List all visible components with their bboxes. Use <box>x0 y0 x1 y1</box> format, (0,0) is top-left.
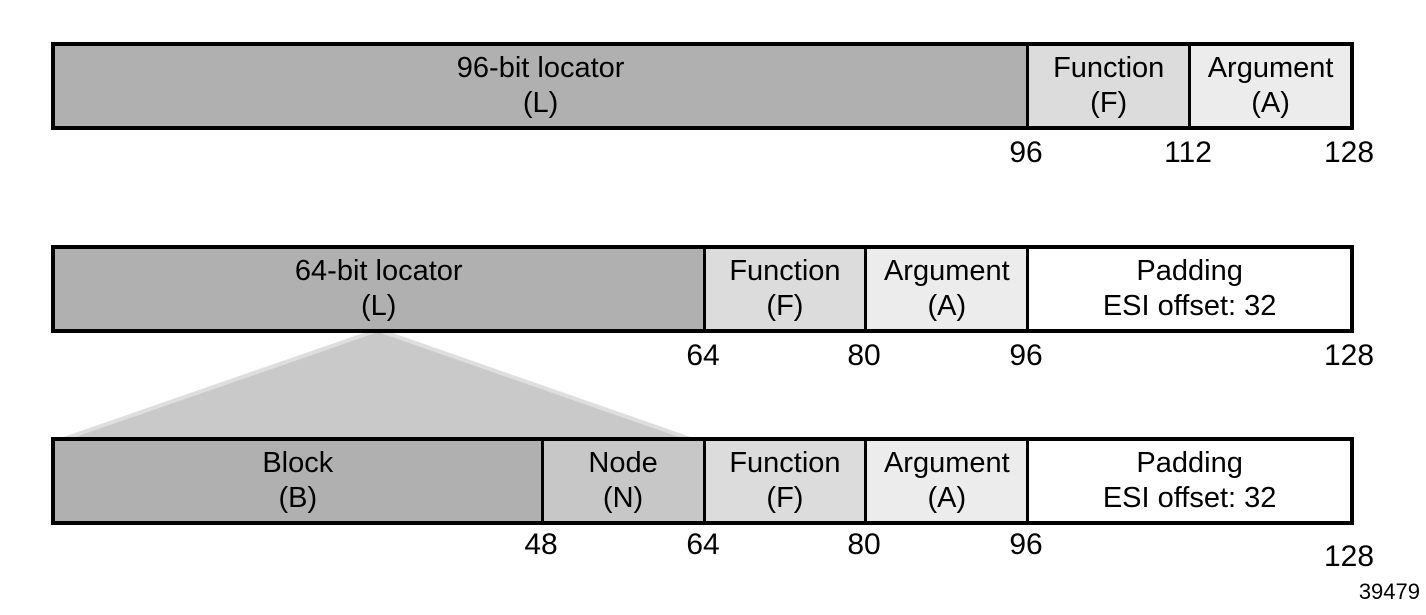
field-label-line1: Block <box>262 447 334 479</box>
field-block: Block (B) <box>55 441 541 521</box>
bit-tick: 64 <box>686 339 720 372</box>
bit-tick: 96 <box>1009 136 1043 169</box>
bit-tick: 128 <box>1323 339 1375 372</box>
field-label-line1: Node <box>588 447 658 479</box>
bit-tick: 128 <box>1323 136 1375 169</box>
figure-number: 39479 <box>1358 579 1420 604</box>
bit-tick: 48 <box>524 528 558 561</box>
field-function: Function (F) <box>702 441 865 521</box>
field-label-line2: (F) <box>766 482 804 514</box>
field-label-line2: (B) <box>278 482 318 514</box>
bar-96bit-format: 96-bit locator (L) Function (F) Argument… <box>51 42 1354 130</box>
bar-block-node-format: Block (B) Node (N) Function (F) Argument… <box>51 437 1354 525</box>
connector-triangle <box>55 330 699 442</box>
field-label-line1: Argument <box>883 447 1010 479</box>
field-label-line2: (A) <box>1251 87 1290 119</box>
bit-tick: 96 <box>1009 528 1043 561</box>
field-argument: Argument (A) <box>864 441 1027 521</box>
field-argument: Argument (A) <box>864 249 1027 329</box>
bit-tick: 80 <box>847 339 881 372</box>
field-function: Function (F) <box>1026 46 1189 126</box>
field-64bit-locator: 64-bit locator (L) <box>55 249 703 329</box>
field-label-line2: (L) <box>522 87 559 119</box>
bit-tick: 128 <box>1323 540 1375 573</box>
field-node: Node (N) <box>540 441 703 521</box>
field-function: Function (F) <box>702 249 865 329</box>
field-label-line1: Function <box>1053 52 1165 84</box>
field-label-line2: ESI offset: 32 <box>1102 482 1277 514</box>
field-label-line2: ESI offset: 32 <box>1102 290 1277 322</box>
field-label-line2: (L) <box>361 290 397 322</box>
field-label-line1: Padding <box>1136 255 1243 287</box>
field-label-line2: (F) <box>766 290 804 322</box>
bit-tick: 112 <box>1164 136 1212 169</box>
field-96bit-locator: 96-bit locator (L) <box>55 46 1027 126</box>
field-padding: Padding ESI offset: 32 <box>1026 249 1350 329</box>
field-label-line2: (A) <box>927 482 967 514</box>
bit-tick: 64 <box>686 528 720 561</box>
field-label-line1: Argument <box>883 255 1010 287</box>
field-label-line1: Function <box>729 447 841 479</box>
field-label-line1: Padding <box>1136 447 1243 479</box>
bit-tick: 96 <box>1009 339 1043 372</box>
field-padding: Padding ESI offset: 32 <box>1026 441 1350 521</box>
field-label-line2: (A) <box>927 290 967 322</box>
field-label-line1: Function <box>729 255 841 287</box>
field-label-line1: 64-bit locator <box>294 255 463 287</box>
bit-tick: 80 <box>847 528 881 561</box>
field-label-line1: 96-bit locator <box>456 52 625 84</box>
field-label-line2: (F) <box>1090 87 1128 119</box>
field-argument: Argument (A) <box>1188 46 1350 126</box>
field-label-line1: Argument <box>1207 52 1334 84</box>
field-label-line2: (N) <box>602 482 644 514</box>
bar-64bit-format: 64-bit locator (L) Function (F) Argument… <box>51 245 1354 333</box>
